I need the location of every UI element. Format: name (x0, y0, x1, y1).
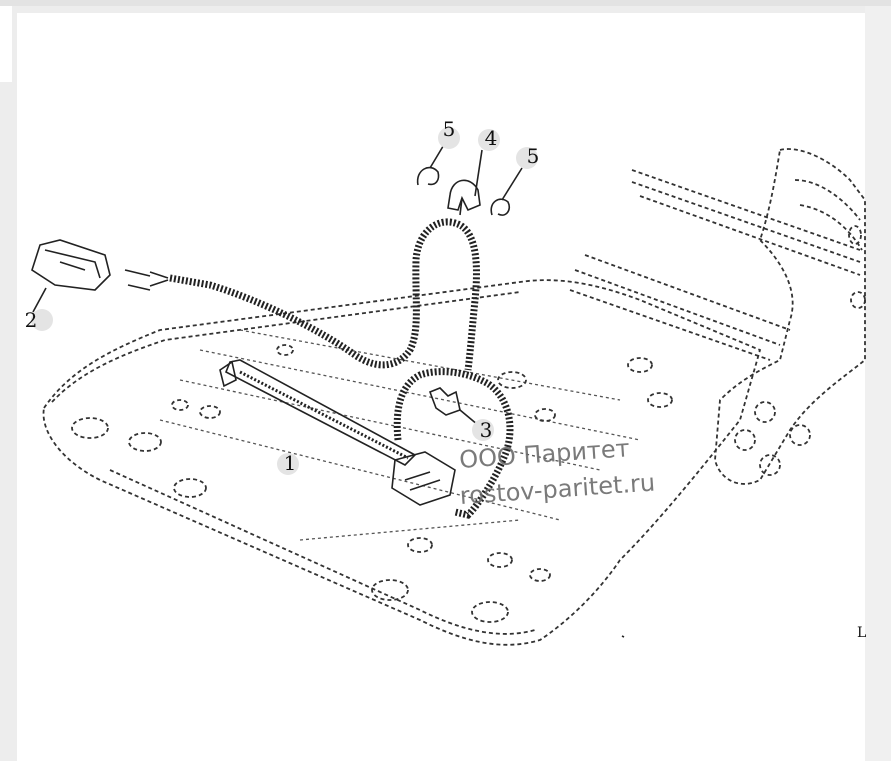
right-strip (865, 6, 891, 761)
svg-text:5: 5 (443, 117, 456, 141)
frame-platform (42, 148, 866, 646)
callout-3: 3 (472, 418, 494, 442)
part-1-sensor-strip (219, 359, 456, 506)
svg-text:3: 3 (480, 418, 493, 442)
svg-text:4: 4 (485, 126, 498, 150)
corner-mark: L (857, 625, 866, 641)
top-border (0, 0, 891, 6)
watermark: ООО Паритет rostov-paritet.ru (458, 434, 656, 510)
watermark-line2: rostov-paritet.ru (459, 468, 656, 510)
part-3-clip (428, 387, 479, 426)
callout-5a: 5 (438, 117, 460, 149)
part-5-clip-right (490, 167, 523, 216)
svg-text:5: 5 (527, 144, 540, 168)
part-2-connector (31, 239, 169, 313)
svg-text:1: 1 (284, 451, 297, 475)
callout-2: 2 (25, 308, 53, 332)
svg-text:2: 2 (25, 308, 38, 332)
left-strip (0, 6, 12, 82)
callout-1: 1 (277, 451, 299, 475)
harness-wire (169, 218, 514, 519)
part-4-clamp (447, 149, 483, 216)
callout-4: 4 (478, 126, 500, 151)
callout-5b: 5 (516, 144, 539, 169)
